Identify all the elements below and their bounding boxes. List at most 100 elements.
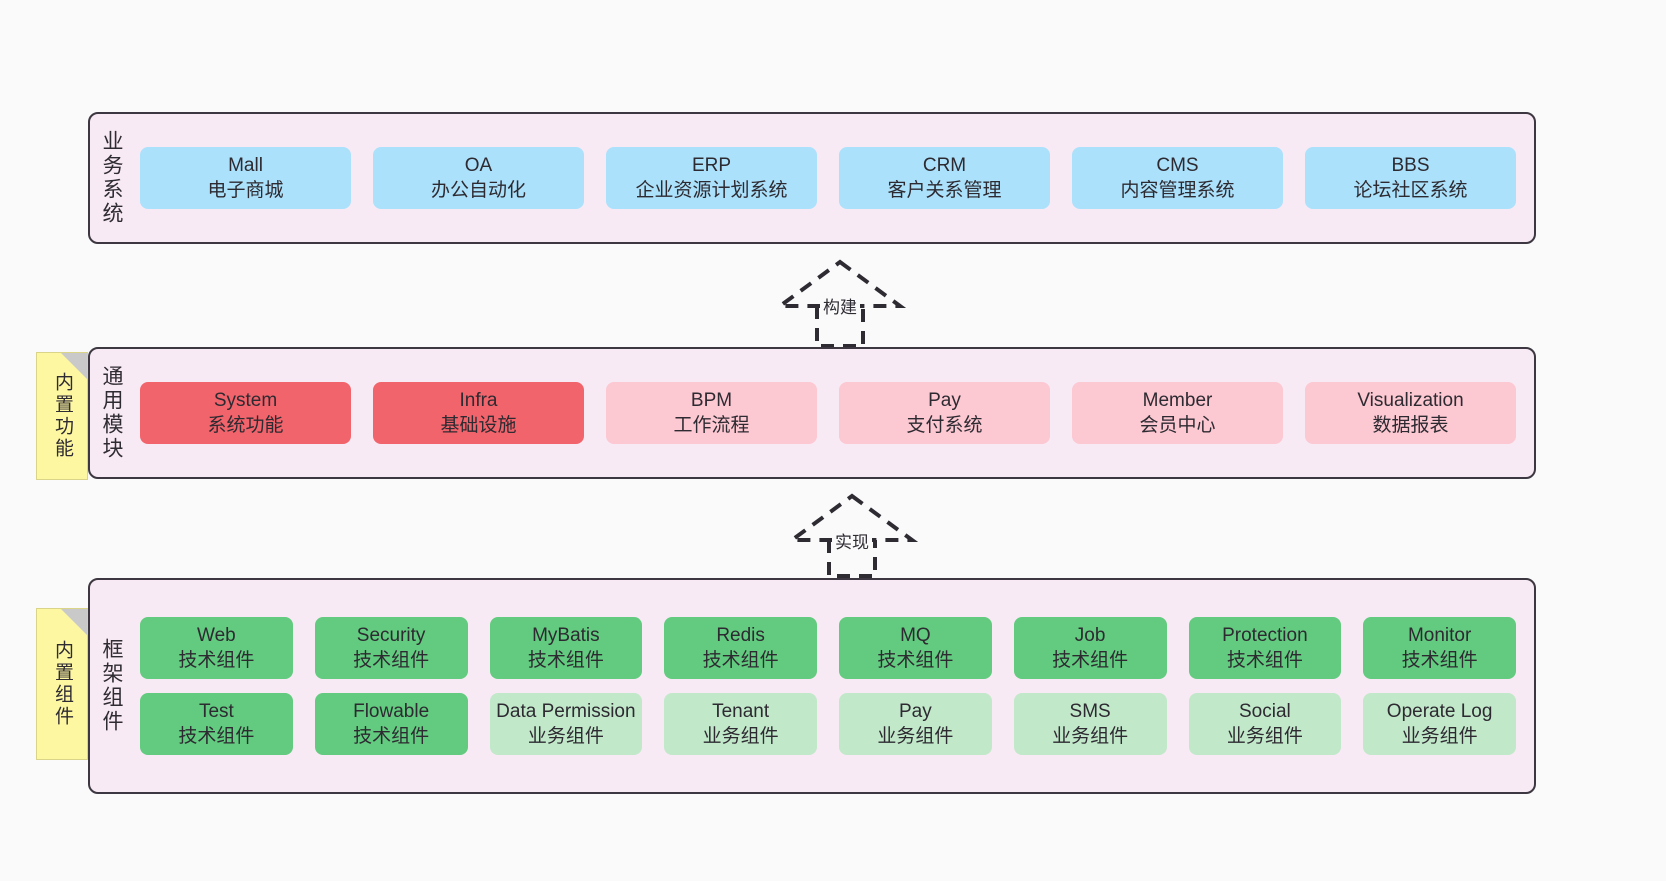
module-node-infra[interactable]: Infra 基础设施 xyxy=(373,381,584,445)
business-node-crm[interactable]: CRM 客户关系管理 xyxy=(839,146,1050,210)
node-title-cn: 技术组件 xyxy=(1226,649,1303,671)
node-title-en: BBS xyxy=(1391,154,1430,176)
node-title-en: SMS xyxy=(1069,701,1111,722)
node-title-cn: 会员中心 xyxy=(1139,415,1216,436)
business-node-mall[interactable]: Mall 电子商城 xyxy=(140,146,351,210)
business-node-cms[interactable]: CMS 内容管理系统 xyxy=(1072,146,1283,210)
note-builtin-components: 内置组件 xyxy=(36,608,88,760)
layer-business-body: Mall 电子商城 OA 办公自动化 ERP 企业资源计划系统 CRM 客户关系管理 CMS 内容… xyxy=(132,114,1534,242)
framework-node-flowable[interactable]: Flowable 技术组件 xyxy=(314,693,468,756)
framework-node-tenant[interactable]: Tenant 业务组件 xyxy=(664,693,817,756)
node-title-en: Infra xyxy=(459,389,498,411)
node-title-en: Test xyxy=(198,701,234,722)
note-fold-corner-icon xyxy=(61,353,87,379)
node-title-en: Operate Log xyxy=(1386,701,1493,722)
node-title-cn: 技术组件 xyxy=(527,649,604,671)
node-title-en: Security xyxy=(356,624,426,646)
node-title-en: Social xyxy=(1239,701,1291,722)
node-title-cn: 业务组件 xyxy=(1401,726,1478,748)
connector-build-label: 构建 xyxy=(820,293,860,318)
business-node-erp[interactable]: ERP 企业资源计划系统 xyxy=(606,146,817,210)
node-title-cn: 技术组件 xyxy=(702,649,779,671)
node-title-cn: 客户关系管理 xyxy=(887,180,1002,201)
framework-node-mybatis[interactable]: MyBatis 技术组件 xyxy=(489,616,643,679)
node-title-cn: 电子商城 xyxy=(207,180,284,201)
node-title-cn: 业务组件 xyxy=(877,726,954,748)
node-title-en: Redis xyxy=(716,624,765,646)
node-title-cn: 技术组件 xyxy=(178,726,255,748)
business-node-bbs[interactable]: BBS 论坛社区系统 xyxy=(1305,146,1516,210)
node-title-en: Mall xyxy=(228,154,263,176)
node-title-cn: 基础设施 xyxy=(440,415,517,436)
framework-node-web[interactable]: Web 技术组件 xyxy=(140,616,293,679)
node-title-cn: 业务组件 xyxy=(702,726,779,748)
framework-node-operate-log[interactable]: Operate Log 业务组件 xyxy=(1363,693,1516,756)
note-builtin-components-label: 内置组件 xyxy=(51,640,73,728)
node-title-en: Tenant xyxy=(712,701,770,722)
module-node-visualization[interactable]: Visualization 数据报表 xyxy=(1305,381,1516,445)
node-title-cn: 内容管理系统 xyxy=(1120,180,1235,201)
node-title-en: CMS xyxy=(1156,154,1199,176)
node-title-en: OA xyxy=(464,154,493,176)
node-title-en: Data Permission xyxy=(496,701,636,722)
connector-build: 构建 xyxy=(760,258,920,348)
node-title-en: System xyxy=(213,389,278,411)
node-title-cn: 技术组件 xyxy=(1052,649,1129,671)
business-node-row: Mall 电子商城 OA 办公自动化 ERP 企业资源计划系统 CRM 客户关系管理 CMS 内容… xyxy=(140,146,1516,210)
framework-node-sms[interactable]: SMS 业务组件 xyxy=(1013,693,1167,756)
node-title-cn: 技术组件 xyxy=(1401,649,1478,671)
node-title-en: Member xyxy=(1142,389,1213,411)
node-title-cn: 技术组件 xyxy=(353,726,430,748)
module-node-member[interactable]: Member 会员中心 xyxy=(1072,381,1283,445)
framework-node-security[interactable]: Security 技术组件 xyxy=(314,616,468,679)
node-title-cn: 技术组件 xyxy=(353,649,430,671)
framework-node-social[interactable]: Social 业务组件 xyxy=(1188,693,1342,756)
node-title-en: MyBatis xyxy=(532,624,600,646)
node-title-en: Visualization xyxy=(1357,389,1464,411)
note-builtin-features: 内置功能 xyxy=(36,352,88,480)
layer-business-system: 业务系统 Mall 电子商城 OA 办公自动化 ERP 企业资源计划系统 CRM 客户关系管理… xyxy=(88,112,1536,244)
node-title-en: CRM xyxy=(922,154,967,176)
framework-node-redis[interactable]: Redis 技术组件 xyxy=(664,616,817,679)
node-title-cn: 办公自动化 xyxy=(430,180,526,201)
node-title-en: ERP xyxy=(691,154,732,176)
connector-implement: 实现 xyxy=(772,492,932,578)
note-builtin-features-label: 内置功能 xyxy=(51,372,73,460)
node-title-en: Web xyxy=(197,624,236,646)
framework-node-pay[interactable]: Pay 业务组件 xyxy=(839,693,992,756)
node-title-cn: 企业资源计划系统 xyxy=(635,180,788,201)
node-title-cn: 技术组件 xyxy=(178,649,255,671)
node-title-cn: 业务组件 xyxy=(1226,726,1303,748)
node-title-cn: 业务组件 xyxy=(1052,726,1129,748)
node-title-en: BPM xyxy=(690,389,733,411)
node-title-en: Flowable xyxy=(353,701,430,722)
business-node-oa[interactable]: OA 办公自动化 xyxy=(373,146,584,210)
node-title-cn: 数据报表 xyxy=(1372,415,1449,436)
layer-business-label: 业务系统 xyxy=(100,130,124,226)
note-fold-corner-icon xyxy=(61,609,87,635)
node-title-en: Pay xyxy=(899,701,932,722)
layer-framework-label: 框架组件 xyxy=(100,638,124,734)
layer-modules-label: 通用模块 xyxy=(100,365,124,461)
node-title-cn: 论坛社区系统 xyxy=(1353,180,1468,201)
framework-node-test[interactable]: Test 技术组件 xyxy=(140,693,293,756)
node-title-en: Pay xyxy=(928,389,961,411)
connector-implement-label: 实现 xyxy=(832,528,872,553)
node-title-cn: 技术组件 xyxy=(877,649,954,671)
